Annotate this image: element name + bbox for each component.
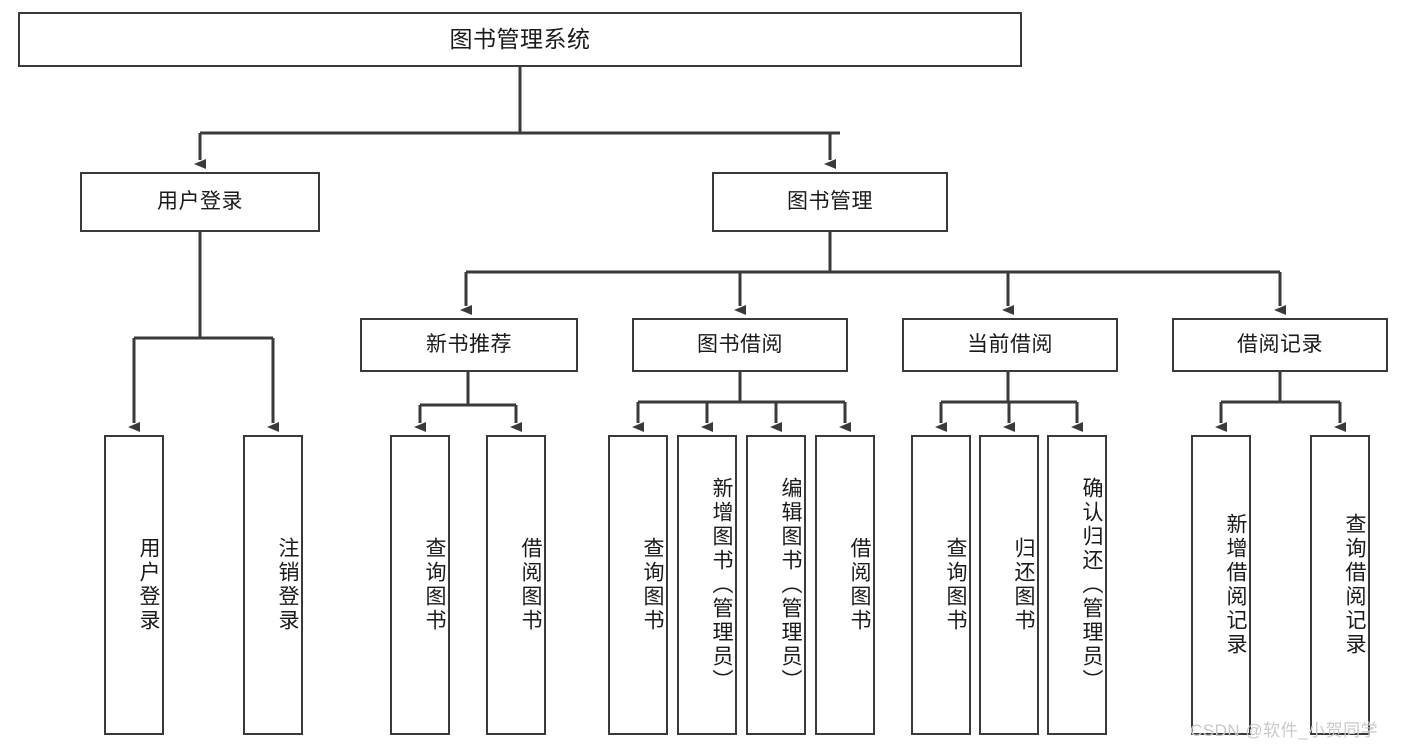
node-user-login[interactable]: 用户登录	[80, 172, 320, 232]
leaf-edit-book-admin[interactable]: 编辑图书（管理员）	[746, 435, 806, 735]
node-root-book-management-system[interactable]: 图书管理系统	[18, 12, 1022, 67]
leaf-logout[interactable]: 注销登录	[243, 435, 303, 735]
leaf-query-borrow-record[interactable]: 查询借阅记录	[1310, 435, 1370, 735]
leaf-return-book[interactable]: 归还图书	[979, 435, 1039, 735]
leaf-user-login[interactable]: 用户登录	[104, 435, 164, 735]
leaf-borrow-book-recommend[interactable]: 借阅图书	[486, 435, 546, 735]
node-book-management[interactable]: 图书管理	[712, 172, 948, 232]
csdn-watermark: CSDN @软件_小贺同学	[1190, 721, 1379, 740]
node-borrow-record[interactable]: 借阅记录	[1172, 318, 1388, 372]
leaf-add-borrow-record[interactable]: 新增借阅记录	[1191, 435, 1251, 735]
node-new-book-recommend[interactable]: 新书推荐	[360, 318, 578, 372]
leaf-query-book-current[interactable]: 查询图书	[911, 435, 971, 735]
leaf-query-book-borrow[interactable]: 查询图书	[608, 435, 668, 735]
leaf-add-book-admin[interactable]: 新增图书（管理员）	[677, 435, 737, 735]
node-current-borrow[interactable]: 当前借阅	[902, 318, 1118, 372]
leaf-borrow-book[interactable]: 借阅图书	[815, 435, 875, 735]
node-book-borrow[interactable]: 图书借阅	[632, 318, 848, 372]
leaf-query-book-recommend[interactable]: 查询图书	[390, 435, 450, 735]
leaf-confirm-return-admin[interactable]: 确认归还（管理员）	[1047, 435, 1107, 735]
